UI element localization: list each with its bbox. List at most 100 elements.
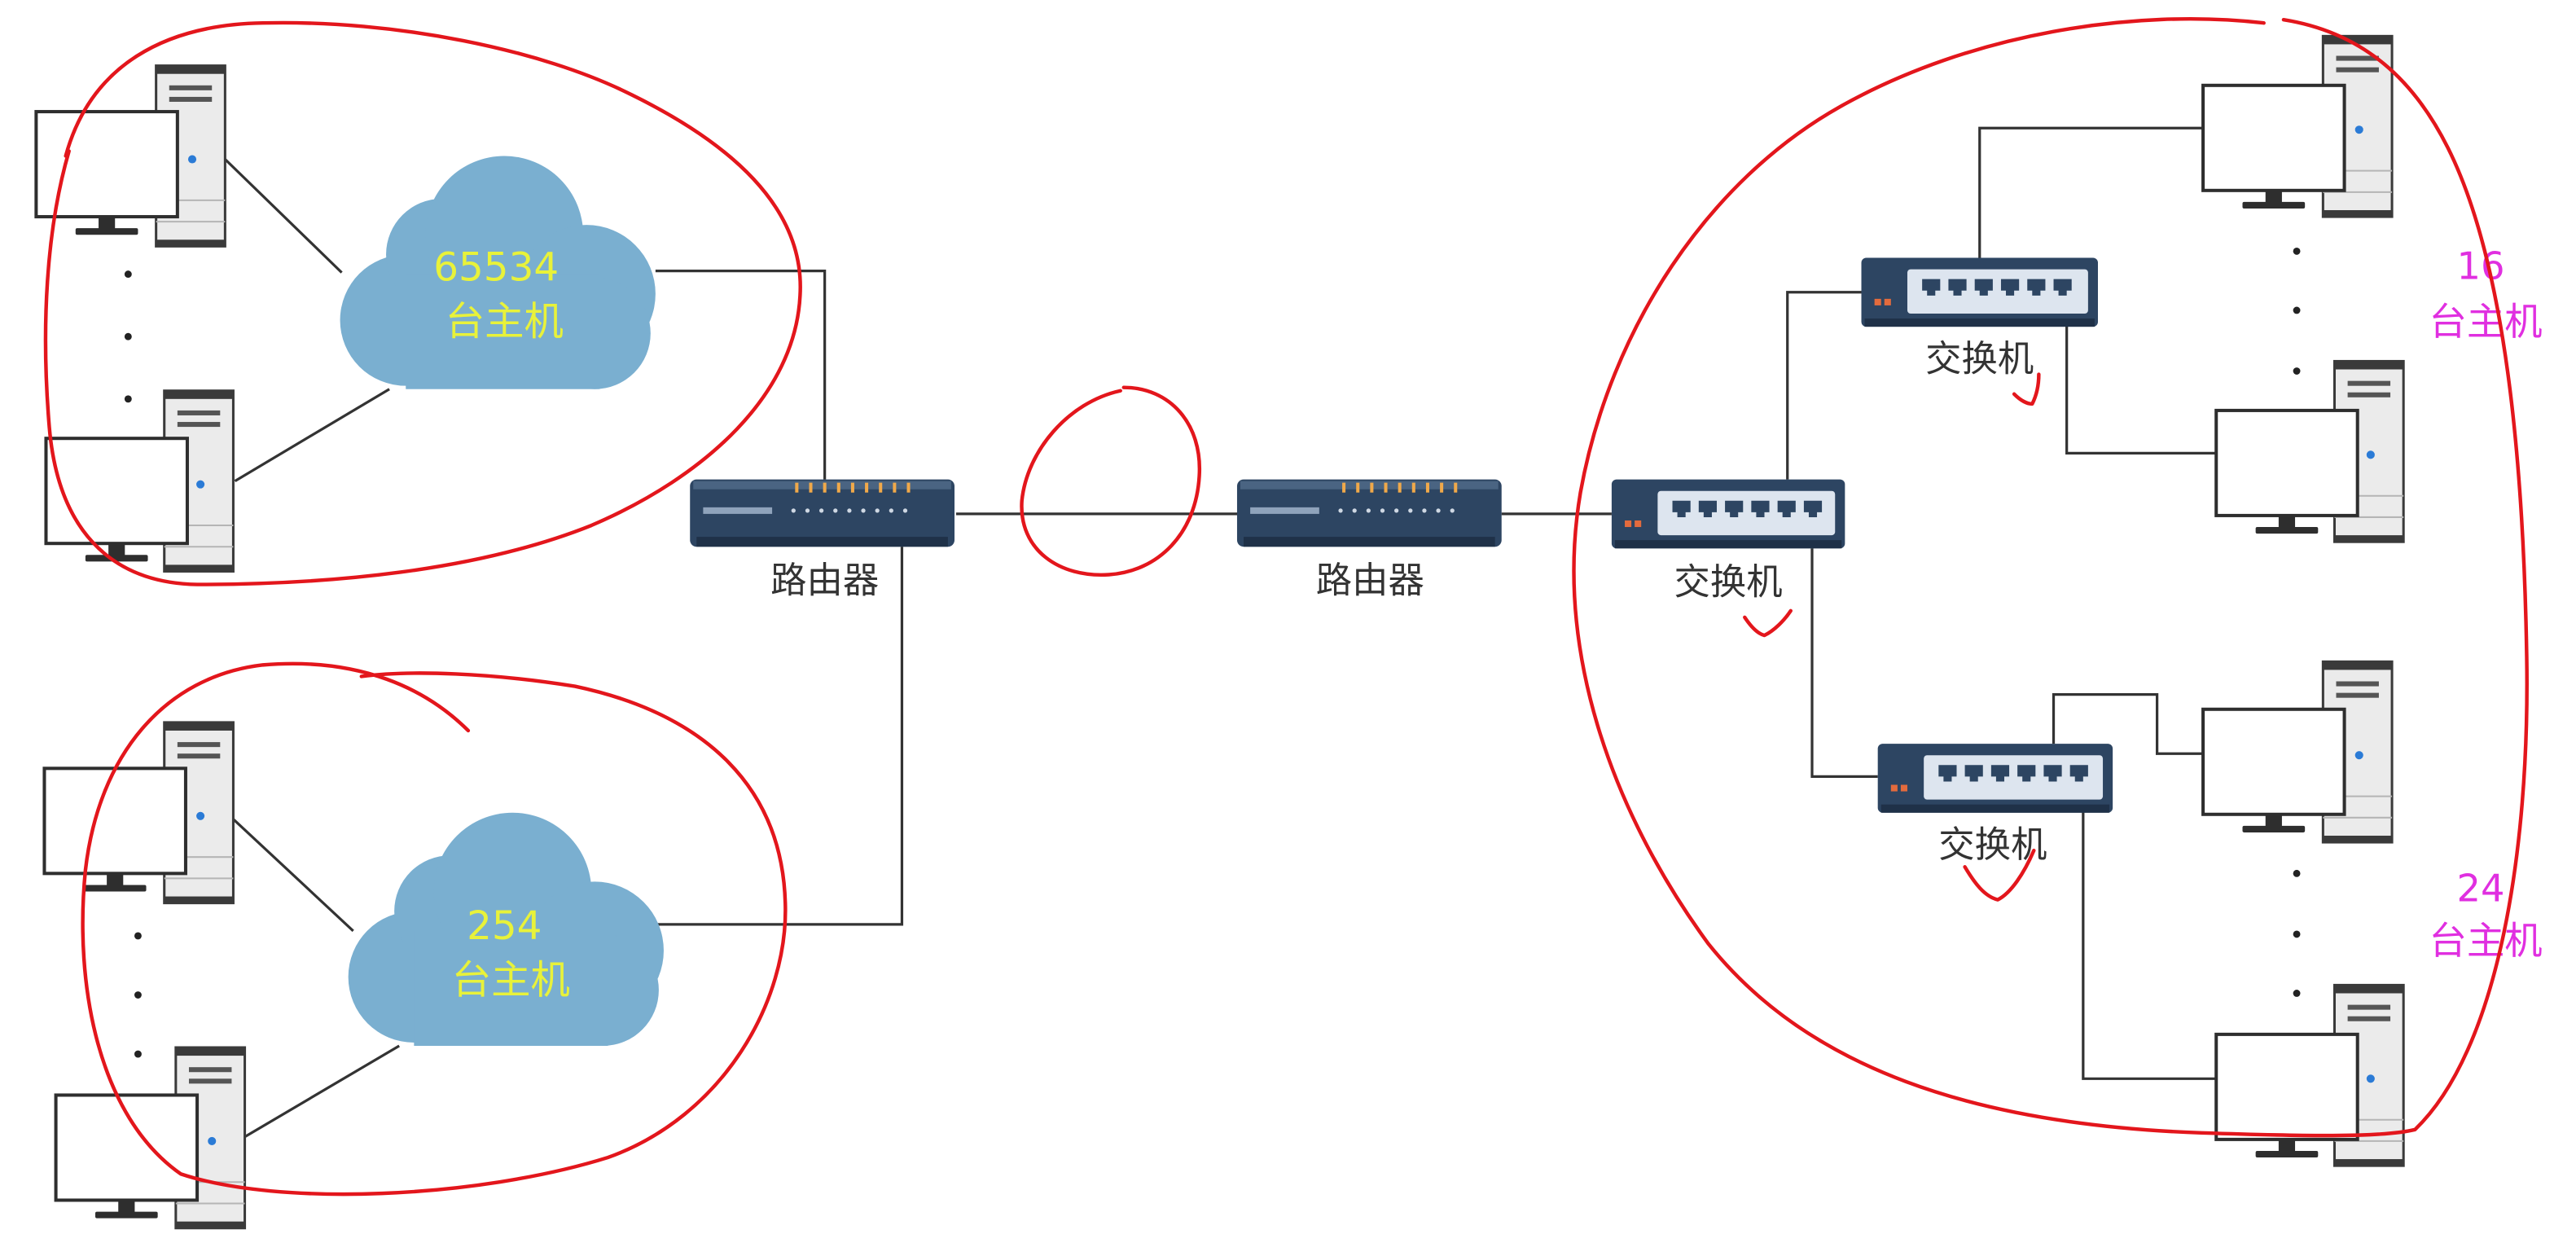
cloud-host-count: 65534 [433,245,559,291]
port-dot [861,508,866,513]
monitor-screen [2201,707,2346,816]
computer-icon [2201,34,2394,218]
router-base [696,537,948,547]
led-indicator [879,482,883,493]
led-indicator [893,482,897,493]
power-light [2354,125,2363,134]
drive-bay [177,410,221,415]
port-dot [1380,508,1385,513]
led-indicator [809,482,813,493]
router-icon [690,479,955,547]
link-switch-to-host [2065,325,2217,455]
monitor-base [94,1211,158,1219]
computer-icon [2214,983,2405,1167]
link-host-to-cloud [230,816,354,933]
tower-base [2334,1159,2404,1166]
computer-icon [54,1046,247,1230]
check-mark [2012,372,2041,406]
drive-bay [188,1078,232,1084]
led-indicator [1874,298,1881,305]
port-icon [1938,765,1957,782]
power-light [196,480,205,489]
annotation-circle-top-left [43,20,802,586]
router-slot [703,507,773,514]
led-indicator [1398,482,1402,493]
router-label: 路由器 [770,560,879,602]
tower-top-cap [164,390,234,399]
tower-base [164,564,234,572]
monitor-neck [118,1200,135,1214]
monitor-screen [42,766,187,876]
port-dot [818,508,824,513]
cloud-host-unit: 台主机 [445,299,564,345]
link-host-to-cloud [234,388,390,482]
led-indicator [1635,520,1642,528]
switch-label: 交换机 [1925,339,2034,380]
port-dot [875,508,880,513]
led-indicator [823,482,827,493]
cloud-icon [340,156,656,389]
monitor-base [85,555,148,562]
monitor-neck [2278,515,2296,529]
drive-bay [2347,1004,2391,1010]
led-indicator [850,482,854,493]
port-icon [1751,500,1770,517]
switches [1611,257,2113,813]
monitor-base [83,885,147,892]
port-icon [2069,765,2088,782]
tower-base [164,896,234,903]
drive-bay [169,96,213,102]
tower-top-cap [2323,661,2393,670]
tower-top-cap [164,722,234,731]
ellipsis-dot [124,270,132,279]
ellipsis-dot [124,332,132,340]
power-light [2366,1074,2375,1083]
cloud-network-254: 254 台主机 [348,812,664,1046]
led-indicator [795,482,799,493]
cloud-host-unit: 台主机 [452,958,570,1003]
port-dot [902,508,908,513]
port-icon [1990,765,2010,782]
drive-bay [177,422,221,428]
routers [690,479,1502,547]
tower-top-cap [2334,985,2404,994]
tower-base [175,1221,245,1228]
power-light [187,155,197,164]
port-icon [1725,500,1744,517]
annotation-circle-right [1572,17,2529,1138]
port-dot [1352,508,1357,513]
router-top-strip [1240,481,1499,490]
ellipsis-dot [134,991,142,999]
ellipsis-dots [124,247,2301,1058]
network-links [224,126,2217,1140]
tower-top-cap [2334,361,2404,370]
tower-top-cap [175,1047,245,1056]
ellipsis-dot [2293,930,2301,938]
monitor-base [2255,527,2319,534]
led-indicator [1890,784,1898,792]
switch-label: 交换机 [1674,562,1783,604]
port-icon [2017,765,2036,782]
red-annotations [43,17,2529,1197]
switch-base [1864,318,2095,327]
monitor-neck [107,873,124,887]
cloud-lobe [414,930,608,1046]
power-light [2354,751,2363,760]
led-indicator [906,482,911,493]
drive-bay [2336,55,2379,61]
switch-icon [1877,744,2113,813]
power-light [208,1136,217,1145]
drive-bay [2336,681,2379,687]
link-switch-to-host [1978,126,2204,258]
port-dot [1408,508,1413,513]
link-host-to-cloud [224,158,343,274]
monitor-base [75,228,138,235]
link-cloud-to-router [655,269,827,480]
port-icon [1672,500,1691,517]
ellipsis-dot [2293,367,2301,375]
monitor-neck [99,217,116,231]
host-group-count: 24 [2456,867,2504,911]
port-dot [791,508,796,513]
router-body [1236,479,1502,547]
